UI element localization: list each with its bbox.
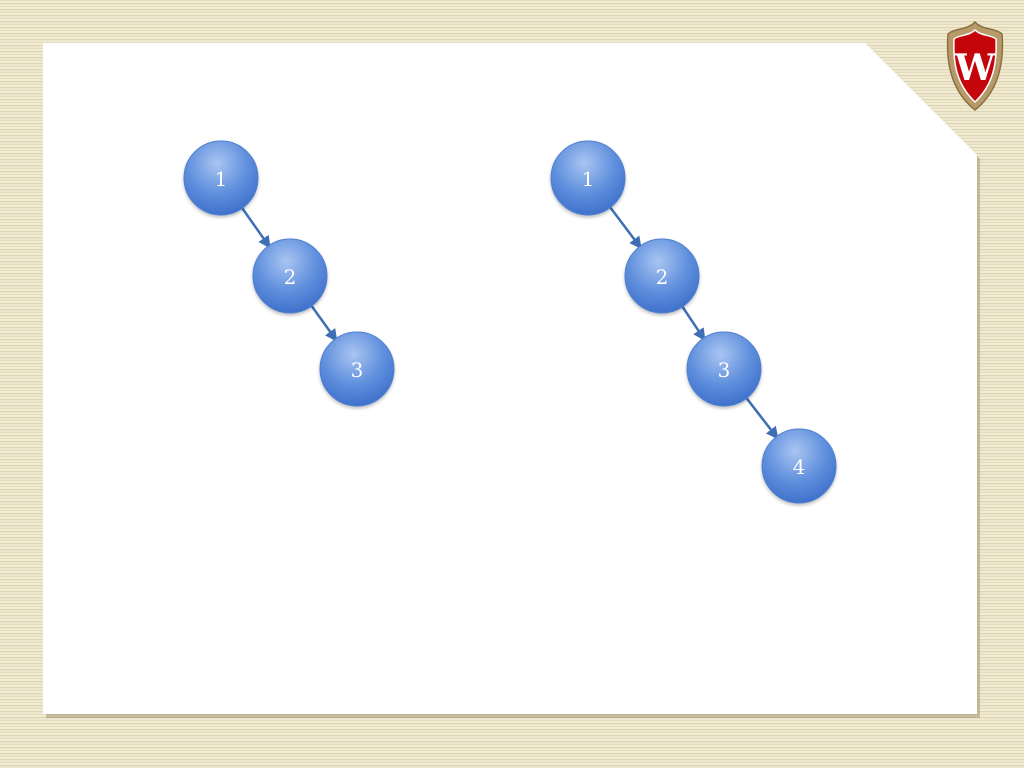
tree-node-3: 3: [319, 331, 395, 407]
node-circle: [624, 238, 700, 314]
tree-node-1: 1: [550, 140, 626, 216]
node-circle: [319, 331, 395, 407]
tree-diagram-left: 1 2 3: [183, 140, 395, 407]
edge-arrow-1-to-2: [240, 205, 271, 249]
tree-node-1: 1: [183, 140, 259, 216]
node-circle: [252, 238, 328, 314]
edge-arrow-2-to-3: [680, 304, 706, 342]
edge-arrow-2-to-3: [309, 303, 338, 342]
node-label: 4: [793, 455, 806, 479]
tree-node-2: 2: [252, 238, 328, 314]
university-crest-icon: W: [946, 20, 1004, 111]
node-label: 1: [582, 167, 595, 191]
node-label: 3: [718, 358, 731, 382]
node-circle: [183, 140, 259, 216]
node-circle: [550, 140, 626, 216]
node-label: 1: [215, 167, 228, 191]
node-label: 3: [351, 358, 364, 382]
tree-node-4: 4: [761, 428, 837, 504]
edge-arrow-1-to-2: [608, 205, 642, 250]
crest-letter: W: [954, 47, 996, 89]
tree-node-3: 3: [686, 331, 762, 407]
node-circle: [686, 331, 762, 407]
node-label: 2: [284, 265, 297, 289]
tree-diagram-right: 1 2 3 4: [550, 140, 837, 504]
tree-node-2: 2: [624, 238, 700, 314]
node-label: 2: [656, 265, 669, 289]
edge-arrow-3-to-4: [744, 395, 779, 440]
node-circle: [761, 428, 837, 504]
